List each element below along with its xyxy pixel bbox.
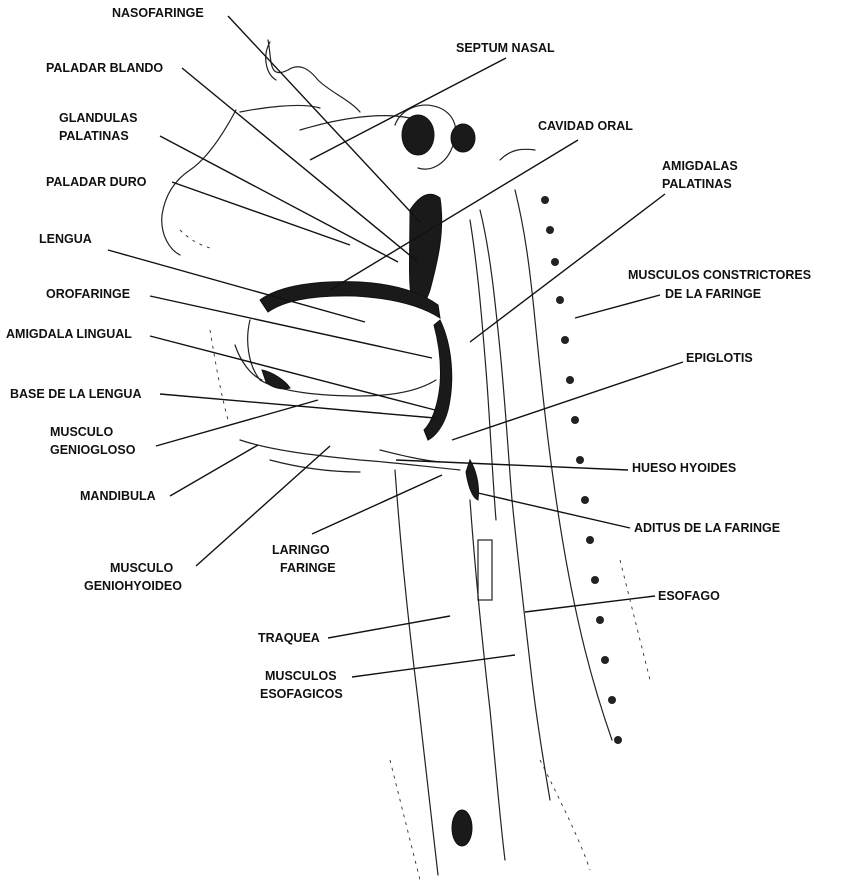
label-aditus-de-la-faringe: ADITUS DE LA FARINGE — [634, 521, 780, 535]
label-amigdalas-palatinas-line1: AMIGDALAS — [662, 159, 738, 173]
label-lengua: LENGUA — [39, 232, 92, 246]
label-musculo-geniogloso-line2: GENIOGLOSO — [50, 443, 136, 457]
label-musculo-geniohyoideo-line2: GENIOHYOIDEO — [84, 579, 182, 593]
label-musculos-constrictores-line2: DE LA FARINGE — [665, 287, 761, 301]
label-amigdala-lingual: AMIGDALA LINGUAL — [6, 327, 132, 341]
label-hueso-hyoides: HUESO HYOIDES — [632, 461, 736, 475]
label-mandibula: MANDIBULA — [80, 489, 156, 503]
label-laringo-faringe-line1: LARINGO — [272, 543, 330, 557]
label-musculos-esofagicos-line2: ESOFAGICOS — [260, 687, 343, 701]
label-esofago: ESOFAGO — [658, 589, 720, 603]
label-laringo-faringe-line2: FARINGE — [280, 561, 336, 575]
label-amigdalas-palatinas-line2: PALATINAS — [662, 177, 732, 191]
label-musculo-geniogloso-line1: MUSCULO — [50, 425, 113, 439]
label-musculos-constrictores-line1: MUSCULOS CONSTRICTORES — [628, 268, 811, 282]
label-septum-nasal: SEPTUM NASAL — [456, 41, 555, 55]
label-glandulas-palatinas-line2: PALATINAS — [59, 129, 129, 143]
label-traquea: TRAQUEA — [258, 631, 320, 645]
label-orofaringe: OROFARINGE — [46, 287, 130, 301]
label-paladar-duro: PALADAR DURO — [46, 175, 147, 189]
label-musculo-geniohyoideo-line1: MUSCULO — [110, 561, 173, 575]
label-epiglotis: EPIGLOTIS — [686, 351, 753, 365]
label-cavidad-oral: CAVIDAD ORAL — [538, 119, 633, 133]
label-paladar-blando: PALADAR BLANDO — [46, 61, 163, 75]
label-base-de-la-lengua: BASE DE LA LENGUA — [10, 387, 142, 401]
label-nasofaringe: NASOFARINGE — [112, 6, 204, 20]
label-musculos-esofagicos-line1: MUSCULOS — [265, 669, 337, 683]
label-glandulas-palatinas-line1: GLANDULAS — [59, 111, 137, 125]
